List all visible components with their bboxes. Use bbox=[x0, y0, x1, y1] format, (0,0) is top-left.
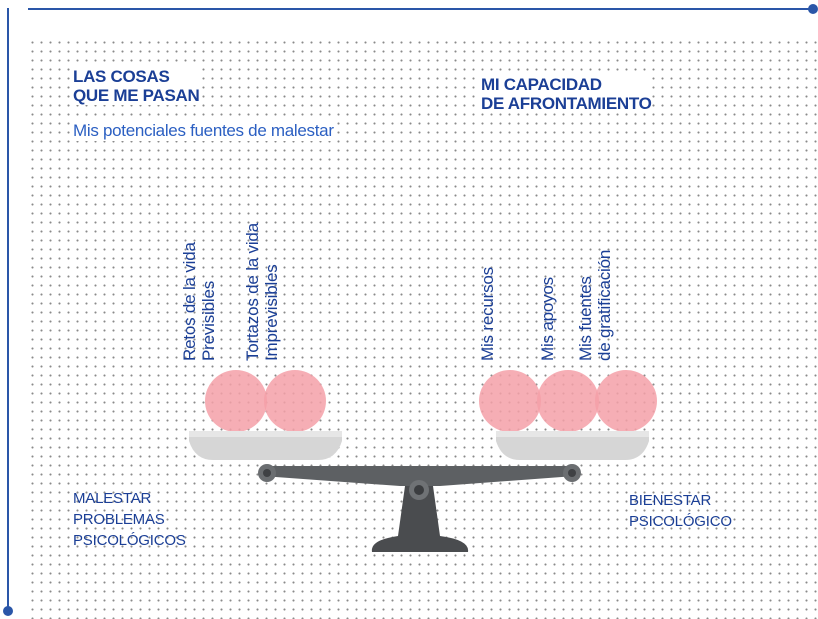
left-pivot-hole bbox=[263, 469, 271, 477]
right-outcome: BIENESTAR PSICOLÓGICO bbox=[629, 490, 732, 532]
left-title: LAS COSAS QUE ME PASAN bbox=[73, 67, 200, 105]
right-pivot-hole bbox=[568, 469, 576, 477]
frame-top-line bbox=[28, 8, 813, 10]
left-subtitle: Mis potenciales fuentes de malestar bbox=[73, 121, 334, 141]
right-outcome-line: BIENESTAR bbox=[629, 492, 712, 509]
left-outcome-line: PSICOLÓGICOS bbox=[73, 532, 186, 549]
right-pan bbox=[496, 431, 649, 460]
frame-end-dot bbox=[808, 4, 818, 14]
right-ball bbox=[595, 370, 657, 432]
left-title-line: LAS COSAS bbox=[73, 67, 170, 86]
right-ball bbox=[479, 370, 541, 432]
right-title-line: MI CAPACIDAD bbox=[481, 75, 602, 94]
left-outcome-line: MALESTAR bbox=[73, 490, 152, 507]
left-outcome: MALESTAR PROBLEMAS PSICOLÓGICOS bbox=[73, 488, 186, 551]
left-outcome-line: PROBLEMAS bbox=[73, 511, 165, 528]
frame-corner-line bbox=[7, 8, 9, 32]
scale-beam bbox=[262, 466, 575, 486]
right-outcome-line: PSICOLÓGICO bbox=[629, 513, 732, 530]
right-pan-rim bbox=[496, 431, 649, 437]
center-pivot-hole bbox=[414, 485, 424, 495]
frame-left-line bbox=[7, 30, 9, 613]
left-title-line: QUE ME PASAN bbox=[73, 86, 200, 105]
left-pan bbox=[189, 431, 342, 460]
right-ball bbox=[537, 370, 599, 432]
right-title: MI CAPACIDAD DE AFRONTAMIENTO bbox=[481, 75, 652, 113]
left-ball bbox=[264, 370, 326, 432]
frame-end-dot bbox=[3, 606, 13, 616]
left-ball bbox=[205, 370, 267, 432]
left-pan-rim bbox=[189, 431, 342, 437]
right-title-line: DE AFRONTAMIENTO bbox=[481, 94, 652, 113]
scale-stand bbox=[371, 486, 469, 552]
